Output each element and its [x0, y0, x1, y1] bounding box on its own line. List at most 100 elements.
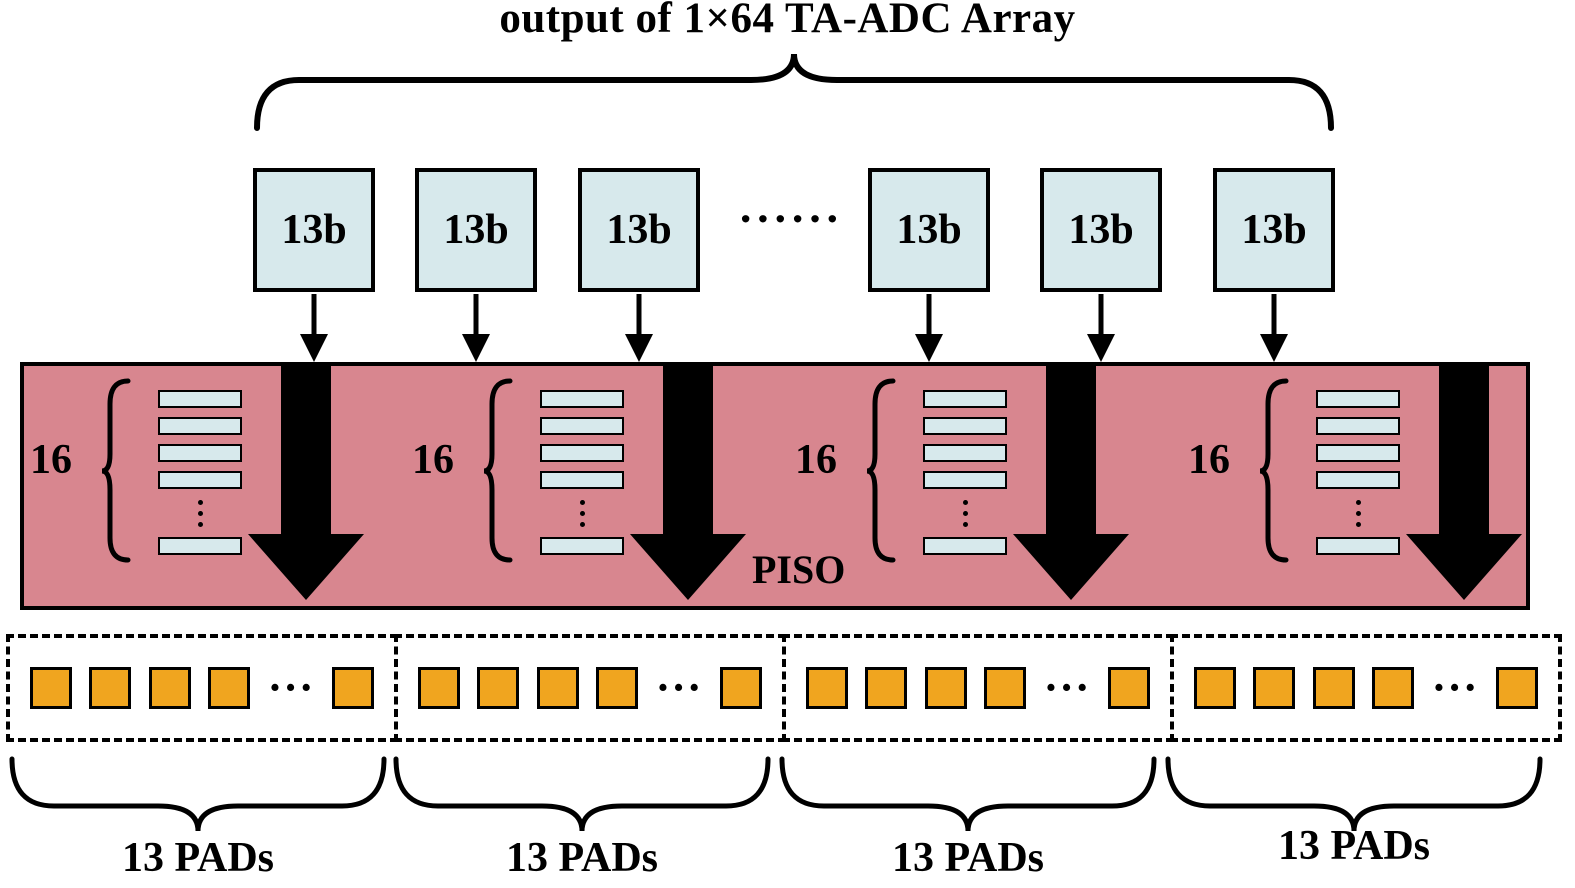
pad-square	[89, 667, 132, 709]
down-arrow-icon	[625, 294, 653, 362]
left-brace-icon	[483, 378, 513, 563]
down-arrow-icon	[915, 294, 943, 362]
pad-count-label: 13 PADs	[891, 835, 1045, 881]
down-arrow-icon	[300, 294, 328, 362]
bottom-brace-icon	[9, 756, 387, 832]
pad-count-label: 13 PADs	[505, 835, 659, 881]
big-down-arrow-icon	[1013, 366, 1129, 600]
vertical-ellipsis	[923, 500, 1007, 527]
big-down-arrow-icon	[248, 366, 364, 600]
pad-square	[208, 667, 251, 709]
register-bar	[923, 537, 1007, 555]
vertical-ellipsis	[1316, 500, 1400, 527]
left-brace-icon	[866, 378, 896, 563]
register-bar	[540, 537, 624, 555]
register-bar	[1316, 390, 1400, 408]
pad-square	[596, 667, 639, 709]
register-bar	[923, 444, 1007, 462]
register-bar	[540, 390, 624, 408]
adc-box-label: 13b	[1068, 207, 1134, 253]
register-bar	[158, 471, 242, 489]
pad-square	[806, 667, 848, 709]
pad-square	[1107, 667, 1150, 709]
pad-square	[1194, 667, 1236, 709]
adc-output-box: 13b	[1040, 168, 1162, 292]
down-arrow-icon	[1087, 294, 1115, 362]
pad-square	[865, 667, 908, 709]
group-count-label: 16	[795, 437, 837, 483]
pad-square	[148, 667, 191, 709]
left-brace-icon	[101, 378, 131, 563]
down-arrow-icon	[462, 294, 490, 362]
down-arrow-icon	[1260, 294, 1288, 362]
pad-square	[1372, 667, 1415, 709]
pad-section: ···	[1170, 634, 1562, 742]
adc-output-box: 13b	[868, 168, 990, 292]
pad-count-label: 13 PADs	[1277, 823, 1431, 869]
register-bar	[923, 471, 1007, 489]
adc-box-label: 13b	[281, 207, 347, 253]
left-brace-icon	[1259, 378, 1289, 563]
pad-square	[1312, 667, 1355, 709]
adc-ellipsis: ······	[737, 193, 843, 244]
pad-ellipsis: ···	[655, 663, 703, 712]
register-stack	[540, 390, 624, 555]
register-stack	[1316, 390, 1400, 555]
piso-register-group: 16	[412, 366, 762, 608]
big-down-arrow-icon	[630, 366, 746, 600]
pad-ellipsis: ···	[267, 663, 315, 712]
adc-output-box: 13b	[253, 168, 375, 292]
pad-section: ···	[6, 634, 398, 742]
register-bar	[158, 417, 242, 435]
pad-ellipsis: ···	[1043, 663, 1091, 712]
register-bar	[540, 471, 624, 489]
register-bar	[923, 417, 1007, 435]
register-bar	[158, 537, 242, 555]
register-bar	[1316, 444, 1400, 462]
pad-ellipsis: ···	[1431, 663, 1479, 712]
pad-square	[30, 667, 72, 709]
piso-register-group: 16	[795, 366, 1145, 608]
register-bar	[158, 390, 242, 408]
piso-register-group: 16	[1188, 366, 1538, 608]
pad-square	[477, 667, 520, 709]
pad-square	[924, 667, 967, 709]
register-bar	[923, 390, 1007, 408]
pad-square	[418, 667, 460, 709]
bottom-brace-icon	[393, 756, 771, 832]
pad-section: ···	[782, 634, 1174, 742]
piso-register-group: 16	[30, 366, 380, 608]
vertical-ellipsis	[540, 500, 624, 527]
piso-label: PISO	[752, 547, 846, 592]
pad-square	[1253, 667, 1296, 709]
register-bar	[1316, 537, 1400, 555]
group-count-label: 16	[412, 437, 454, 483]
pad-square	[331, 667, 374, 709]
adc-box-label: 13b	[896, 207, 962, 253]
bottom-brace-icon	[1165, 756, 1543, 832]
register-bar	[540, 417, 624, 435]
register-stack	[158, 390, 242, 555]
register-stack	[923, 390, 1007, 555]
adc-box-label: 13b	[606, 207, 672, 253]
pads-row: ··· ··· ··· ···	[6, 634, 1562, 742]
adc-box-label: 13b	[1241, 207, 1307, 253]
pad-count-label: 13 PADs	[121, 835, 275, 881]
adc-output-box: 13b	[1213, 168, 1335, 292]
bottom-brace-icon	[779, 756, 1157, 832]
register-bar	[1316, 417, 1400, 435]
big-down-arrow-icon	[1406, 366, 1522, 600]
register-bar	[158, 444, 242, 462]
adc-box-label: 13b	[443, 207, 509, 253]
pad-square	[984, 667, 1027, 709]
pad-square	[719, 667, 762, 709]
top-brace-icon	[254, 53, 1334, 131]
piso-block	[20, 362, 1530, 610]
group-count-label: 16	[1188, 437, 1230, 483]
pad-square	[536, 667, 579, 709]
adc-output-box: 13b	[578, 168, 700, 292]
adc-output-box: 13b	[415, 168, 537, 292]
vertical-ellipsis	[158, 500, 242, 527]
diagram-title: output of 1×64 TA-ADC Array	[499, 0, 1076, 42]
